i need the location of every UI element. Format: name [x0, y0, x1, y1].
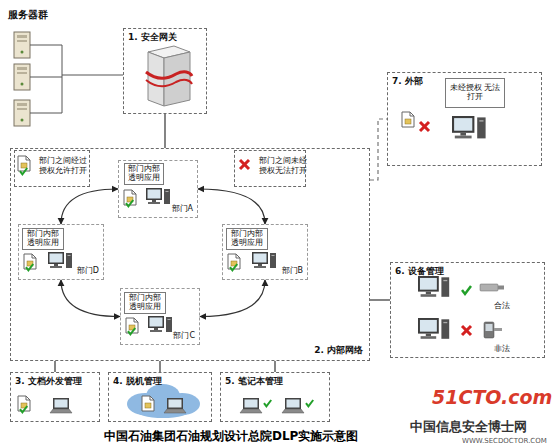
box-text: 部门B — [282, 266, 304, 276]
department-box: 部门C 部门内部 透明应用 — [120, 288, 200, 345]
callout-box: 部门之间经过 授权允许打开 — [14, 150, 90, 187]
link-line — [164, 114, 165, 148]
flow-arrow — [200, 280, 265, 317]
status-label: 合法 — [494, 300, 510, 311]
computer-icon — [148, 316, 172, 332]
watermark: 51CTO.com — [432, 386, 552, 408]
laptop-icon — [240, 398, 262, 413]
computer-icon — [252, 252, 276, 268]
watermark: 中国信息安全博士网 — [410, 418, 527, 436]
external-box: 7. 外部 未经授权 无法打开 — [387, 72, 542, 166]
check-mark — [306, 400, 313, 406]
box-text: 未经授权 无法打开 — [446, 79, 504, 107]
check-mark — [264, 400, 271, 406]
flow-arrow — [61, 189, 118, 224]
cross-mark — [420, 122, 429, 131]
network-box: 2. 内部网络 部门之间经过 授权允许打开部门A 部门内部 透明应用 部门之间未经 授… — [10, 148, 370, 361]
laptop-icon — [164, 398, 186, 413]
computer-icon — [146, 188, 170, 204]
server-icon — [14, 100, 30, 126]
link-line — [54, 361, 55, 372]
document-icon — [142, 396, 154, 411]
computer-icon — [418, 318, 449, 339]
box-text: 部门D — [77, 266, 99, 276]
gateway-box: 1. 安全网关 — [123, 28, 207, 114]
caption: 中国石油集团石油规划设计总院DLP实施示意图 — [104, 428, 358, 445]
check-mark — [126, 200, 133, 206]
server-icon — [14, 64, 30, 90]
module-box: 3. 文档外发管理 — [10, 372, 100, 422]
laptop-icon — [282, 398, 304, 413]
check-mark — [26, 264, 33, 270]
department-box: 部门B 部门内部 透明应用 — [222, 224, 308, 280]
laptop-icon — [50, 398, 72, 413]
usb-device-icon — [480, 284, 504, 291]
box-text: 部门内部 透明应用 — [23, 229, 63, 249]
box-text: 部门A — [172, 204, 193, 214]
module-box: 5. 笔记本管理 — [220, 372, 330, 422]
bottom-illustrations — [18, 384, 313, 418]
box-heading: 6. 设备管理 — [395, 266, 444, 277]
app-box: 部门内部 透明应用 — [124, 163, 164, 185]
department-box: 部门D 部门内部 透明应用 — [18, 224, 104, 280]
gateway-icon — [146, 46, 192, 106]
watermark: WWW.SECDOCTOR.COM — [462, 437, 547, 445]
app-box: 部门内部 透明应用 — [124, 292, 166, 314]
flow-arrow — [198, 189, 265, 224]
server-bracket — [30, 45, 123, 113]
app-box: 部门内部 透明应用 — [226, 228, 268, 250]
device-illustration — [418, 276, 504, 339]
module-box: 4. 脱机管理 — [108, 372, 212, 422]
box-text: 部门之间经过 授权允许打开 — [39, 156, 89, 175]
callout-box: 部门之间未经 授权无法打开 — [234, 150, 306, 187]
app-box: 部门内部 透明应用 — [22, 228, 64, 250]
department-icons — [24, 188, 276, 334]
box-text: 部门C — [173, 331, 195, 341]
document-icon — [402, 112, 414, 127]
box-heading: 5. 笔记本管理 — [225, 376, 283, 387]
cloud-shape — [127, 384, 200, 418]
box-text: 部门内部 透明应用 — [125, 164, 163, 184]
box-text: 部门之间未经 授权无法打开 — [259, 156, 307, 175]
status-label: 非法 — [494, 343, 510, 354]
link-line — [370, 299, 390, 300]
external-illustration — [402, 112, 486, 138]
check-mark — [230, 264, 237, 270]
device-icon — [484, 322, 502, 338]
server-group — [14, 32, 123, 126]
server-icon — [14, 32, 30, 58]
box-heading: 4. 脱机管理 — [113, 376, 162, 387]
document-icon — [18, 156, 30, 171]
computer-icon — [48, 252, 72, 268]
check-mark — [20, 168, 27, 174]
device-box: 6. 设备管理 — [390, 262, 545, 358]
computer-icon — [418, 276, 449, 297]
cross-mark — [462, 326, 471, 335]
group-label: 服务器群 — [8, 8, 48, 22]
check-mark — [462, 286, 471, 294]
box-heading: 2. 内部网络 — [314, 345, 363, 356]
link-line — [370, 119, 387, 180]
box-heading: 3. 文档外发管理 — [15, 376, 82, 387]
gateway-icon — [146, 80, 192, 86]
box-heading: 7. 外部 — [392, 76, 423, 87]
link-line — [159, 361, 160, 372]
cross-mark — [240, 160, 249, 169]
gateway-icon — [146, 72, 192, 78]
cloud-shape — [164, 393, 200, 415]
box-heading: 1. 安全网关 — [128, 32, 177, 43]
box-text: 部门内部 透明应用 — [227, 229, 267, 249]
computer-icon — [452, 116, 486, 138]
box-text: 部门内部 透明应用 — [125, 293, 165, 313]
check-mark — [128, 328, 135, 334]
department-box: 部门A 部门内部 透明应用 — [118, 160, 198, 218]
check-mark — [20, 406, 27, 412]
link-line — [274, 361, 275, 372]
flow-arrow — [61, 280, 120, 317]
warning-box: 未经授权 无法打开 — [445, 78, 505, 108]
